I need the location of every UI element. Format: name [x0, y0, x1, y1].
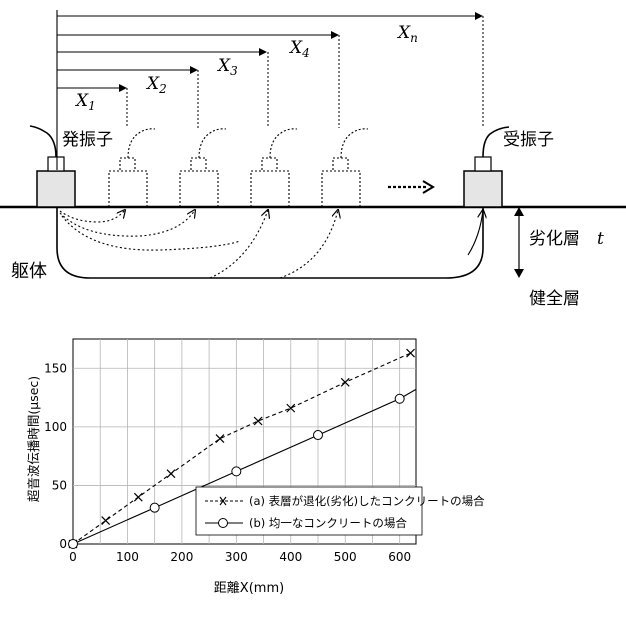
- data-point-x: [133, 492, 143, 502]
- wave-propagation-diagram: X1 X2 X3 X4 Xn 発振子 受振子 躯体 劣化層 t 健全層: [0, 10, 626, 309]
- x-axis-label: 距離X(mm): [214, 581, 284, 596]
- depth-arrow-down-head: [514, 269, 524, 278]
- y-tick-label: 100: [44, 420, 67, 434]
- chart-ticks: 0 100 200 300 400 500 600 0 50 100 150: [44, 361, 411, 564]
- x-tick-label: 500: [334, 550, 357, 564]
- label-degraded-layer: 劣化層: [529, 229, 580, 249]
- legend-entry-b: (b) 均一なコンクリートの場合: [205, 516, 407, 530]
- y-axis-label: 超音波伝播時間(μsec): [26, 376, 41, 502]
- x-tick-label: 300: [225, 550, 248, 564]
- label-receiver: 受振子: [503, 130, 554, 150]
- label-body: 躯体: [11, 261, 47, 282]
- distance-dimension-lines: [56, 10, 484, 170]
- receiver-probe: [463, 126, 510, 208]
- data-point-circle: [394, 393, 405, 404]
- x-tick-label: 600: [388, 550, 411, 564]
- legend-label-a: (a) 表層が退化(劣化)したコンクリートの場合: [249, 494, 485, 508]
- label-x2: X2: [145, 74, 167, 96]
- moving-direction-arrow: [388, 180, 435, 194]
- data-point-x: [406, 348, 415, 358]
- x-tick-label: 200: [170, 550, 193, 564]
- data-point-x: [340, 377, 350, 387]
- intermediate-probes: [108, 128, 369, 208]
- label-x1: X1: [74, 91, 96, 113]
- label-x3: X3: [216, 56, 238, 78]
- label-x4: X4: [288, 38, 310, 60]
- data-point-circle: [149, 502, 160, 513]
- degraded-layer-boundary: [56, 207, 484, 279]
- legend-x-marker: [219, 496, 227, 506]
- legend-circle-marker: [218, 518, 228, 528]
- chart-grid: [73, 339, 416, 544]
- legend-entry-a: (a) 表層が退化(劣化)したコンクリートの場合: [205, 494, 485, 508]
- chart-series: [68, 348, 417, 549]
- data-point-circle: [231, 466, 242, 477]
- label-transmitter: 発振子: [62, 130, 113, 150]
- data-point-x: [215, 434, 225, 443]
- data-point-x: [166, 469, 176, 479]
- data-point-x: [101, 516, 111, 525]
- transmitter-probe: [29, 125, 76, 208]
- y-tick-label: 150: [44, 361, 67, 375]
- legend-label-b: (b) 均一なコンクリートの場合: [249, 516, 407, 530]
- wave-paths: [59, 210, 483, 279]
- data-point-x: [253, 416, 263, 426]
- x-tick-label: 0: [69, 550, 77, 564]
- depth-arrow-up-head: [514, 207, 524, 216]
- label-xn: Xn: [396, 23, 418, 45]
- propagation-time-chart: 0 100 200 300 400 500 600 0 50 100 150 距離X(mm) 超音波…: [26, 338, 485, 596]
- y-tick-label: 50: [52, 478, 67, 492]
- legend-box: [195, 486, 423, 536]
- data-point-circle: [68, 539, 78, 549]
- chart-legend: (a) 表層が退化(劣化)したコンクリートの場合 (b) 均一なコンクリートの場…: [195, 486, 485, 536]
- x-tick-label: 100: [116, 550, 139, 564]
- data-point-x: [286, 403, 296, 413]
- label-sound-layer: 健全層: [529, 289, 580, 309]
- data-point-circle: [313, 430, 323, 441]
- x-tick-label: 400: [279, 550, 302, 564]
- y-tick-label: 0: [59, 537, 67, 551]
- label-degraded-symbol: t: [597, 229, 604, 249]
